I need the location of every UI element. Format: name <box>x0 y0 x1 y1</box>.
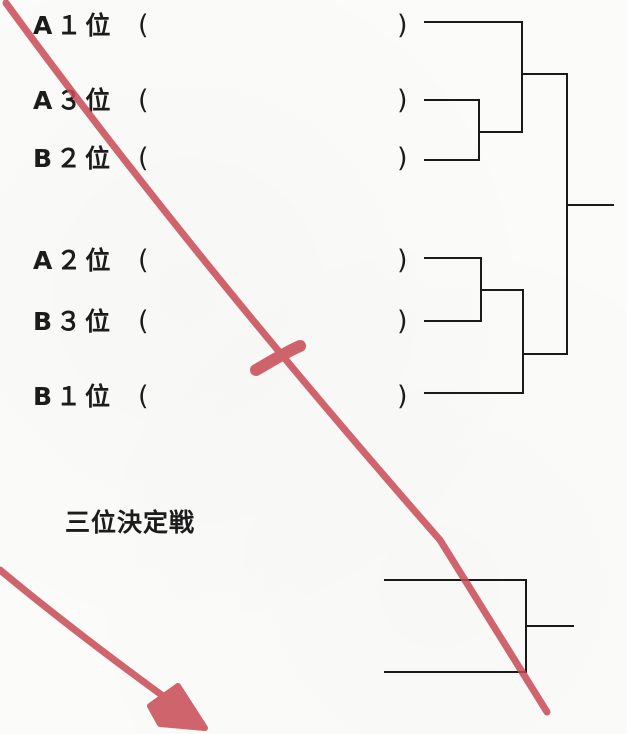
name-paren-open: ( <box>138 85 149 116</box>
name-paren-close: ) <box>397 85 408 116</box>
name-paren-open: ( <box>138 306 149 337</box>
bracket-semi-top <box>521 73 568 206</box>
third-place-title: 三位決定戦 <box>65 508 196 537</box>
entry-row-b1: B１位 ( ) <box>0 377 430 417</box>
name-paren-close: ) <box>397 10 408 41</box>
seed-label: B２位 <box>33 144 115 173</box>
bracket-semi-bottom <box>522 204 568 355</box>
seed-label: B１位 <box>33 382 115 411</box>
red-tick-mark <box>250 340 306 376</box>
red-arrow-head <box>147 683 208 731</box>
entry-row-b2: B２位 ( ) <box>0 139 430 179</box>
bracket-line-a1 <box>424 21 523 133</box>
seed-label: B３位 <box>33 307 115 336</box>
entry-row-a1: A１位 ( ) <box>0 6 430 46</box>
bracket-line-b1 <box>424 289 524 394</box>
name-paren-close: ) <box>397 306 408 337</box>
red-arrow-shaft <box>0 566 189 716</box>
name-paren-open: ( <box>138 143 149 174</box>
entry-row-a2: A２位 ( ) <box>0 241 430 281</box>
entry-row-a3: A３位 ( ) <box>0 81 430 121</box>
entry-row-b3: B３位 ( ) <box>0 302 430 342</box>
bracket-line-a3 <box>424 99 480 161</box>
seed-label: A２位 <box>33 246 115 275</box>
name-paren-close: ) <box>397 381 408 412</box>
bracket-line-a2 <box>424 257 482 322</box>
name-paren-close: ) <box>397 143 408 174</box>
name-paren-open: ( <box>138 245 149 276</box>
name-paren-open: ( <box>138 381 149 412</box>
name-paren-close: ) <box>397 245 408 276</box>
name-paren-open: ( <box>138 10 149 41</box>
red-diagonal-stroke <box>2 0 551 716</box>
seed-label: A１位 <box>33 11 115 40</box>
